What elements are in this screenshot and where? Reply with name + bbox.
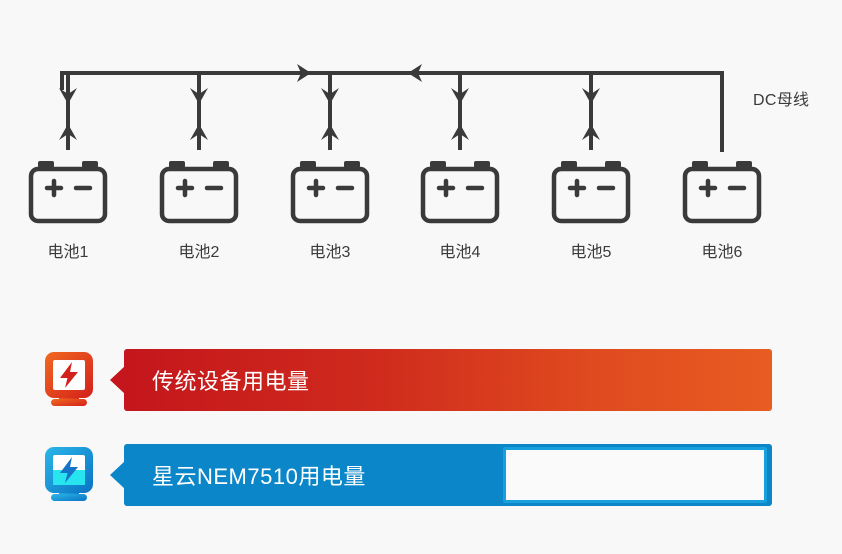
- battery-icon-1: [28, 161, 108, 224]
- dc-bus-single-line-diagram: [28, 64, 762, 224]
- branch-down-arrow-icon-4: [451, 88, 469, 104]
- branch-down-arrow-icon-1: [59, 88, 77, 104]
- traditional-bar-pointer-icon: [110, 366, 125, 394]
- battery-label-6: 电池6: [701, 244, 743, 261]
- bus-arrow-left-icon: [408, 64, 422, 82]
- battery-icon-2: [159, 161, 239, 224]
- nem-bar-pointer-icon: [110, 461, 125, 489]
- battery-label-1: 电池1: [47, 244, 89, 261]
- battery-icon-6: [682, 161, 762, 224]
- battery-icon-4: [420, 161, 500, 224]
- bus-arrow-right-icon: [297, 64, 311, 82]
- battery-label-3: 电池3: [309, 244, 351, 261]
- nem-bar-savings-segment: [503, 447, 767, 503]
- branch-up-arrow-icon-4: [451, 124, 469, 140]
- battery-icon-3: [290, 161, 370, 224]
- dc-bus-label: DC母线: [753, 92, 810, 109]
- nem-bar-label: 星云NEM7510用电量: [152, 464, 366, 489]
- branch-up-arrow-icon-2: [190, 124, 208, 140]
- traditional-bar: 传统设备用电量: [124, 349, 772, 411]
- branch-up-arrow-icon-1: [59, 124, 77, 140]
- power-device-blue-icon: [45, 447, 93, 501]
- branch-down-arrow-icon-3: [321, 88, 339, 104]
- battery-icon-5: [551, 161, 631, 224]
- branch-down-arrow-icon-5: [582, 88, 600, 104]
- battery-label-5: 电池5: [570, 244, 612, 261]
- battery-label-2: 电池2: [178, 244, 220, 261]
- traditional-bar-label: 传统设备用电量: [152, 369, 310, 394]
- battery-label-4: 电池4: [439, 244, 481, 261]
- nem-bar: 星云NEM7510用电量: [124, 444, 772, 506]
- power-device-red-icon: [45, 352, 93, 406]
- branch-down-arrow-icon-2: [190, 88, 208, 104]
- branch-up-arrow-icon-3: [321, 124, 339, 140]
- branch-up-arrow-icon-5: [582, 124, 600, 140]
